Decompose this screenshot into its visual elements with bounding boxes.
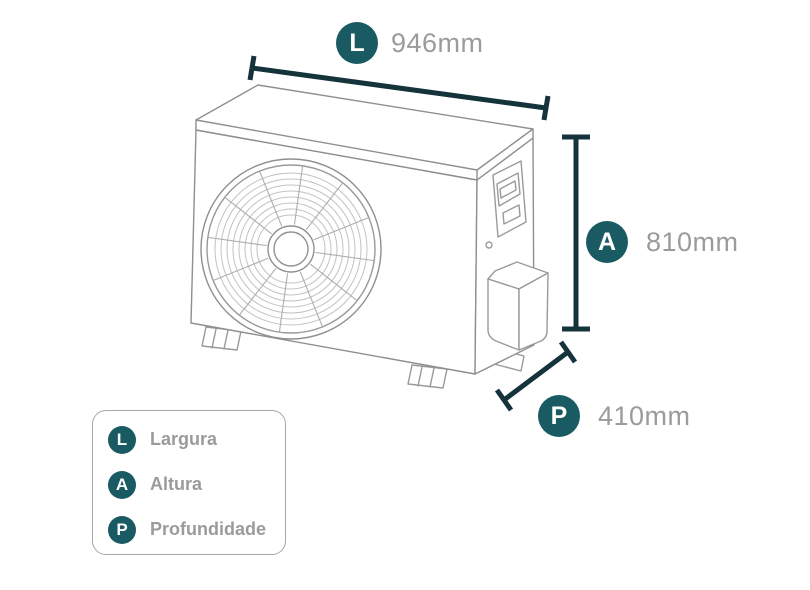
depth-value: 410mm bbox=[598, 401, 691, 431]
legend-item-altura: A Altura bbox=[108, 462, 285, 507]
legend-depth-badge: P bbox=[108, 515, 136, 544]
legend-depth-label: Profundidade bbox=[150, 519, 266, 539]
height-badge: A bbox=[586, 221, 628, 263]
width-badge: L bbox=[336, 22, 378, 64]
height-dimension-line bbox=[562, 134, 590, 332]
depth-dimension-line bbox=[494, 340, 578, 412]
legend-height-label: Altura bbox=[150, 474, 203, 494]
fan-grille-icon bbox=[200, 158, 382, 340]
height-value: 810mm bbox=[646, 227, 739, 257]
legend-width-badge: L bbox=[108, 425, 136, 454]
legend-width-label: Largura bbox=[150, 429, 218, 449]
legend-item-largura: L Largura bbox=[108, 417, 285, 462]
valve-box bbox=[487, 261, 549, 351]
terminal-panel bbox=[485, 160, 527, 249]
unit-foot-right bbox=[407, 364, 448, 389]
width-value: 946mm bbox=[391, 28, 484, 58]
ac-outdoor-unit-icon bbox=[190, 84, 549, 389]
legend-box: L Largura A Altura P Profundidade bbox=[92, 410, 286, 555]
legend-item-profundidade: P Profundidade bbox=[108, 507, 285, 552]
legend-height-badge: A bbox=[108, 470, 136, 499]
depth-badge: P bbox=[538, 395, 580, 437]
width-dimension-line bbox=[247, 55, 551, 121]
